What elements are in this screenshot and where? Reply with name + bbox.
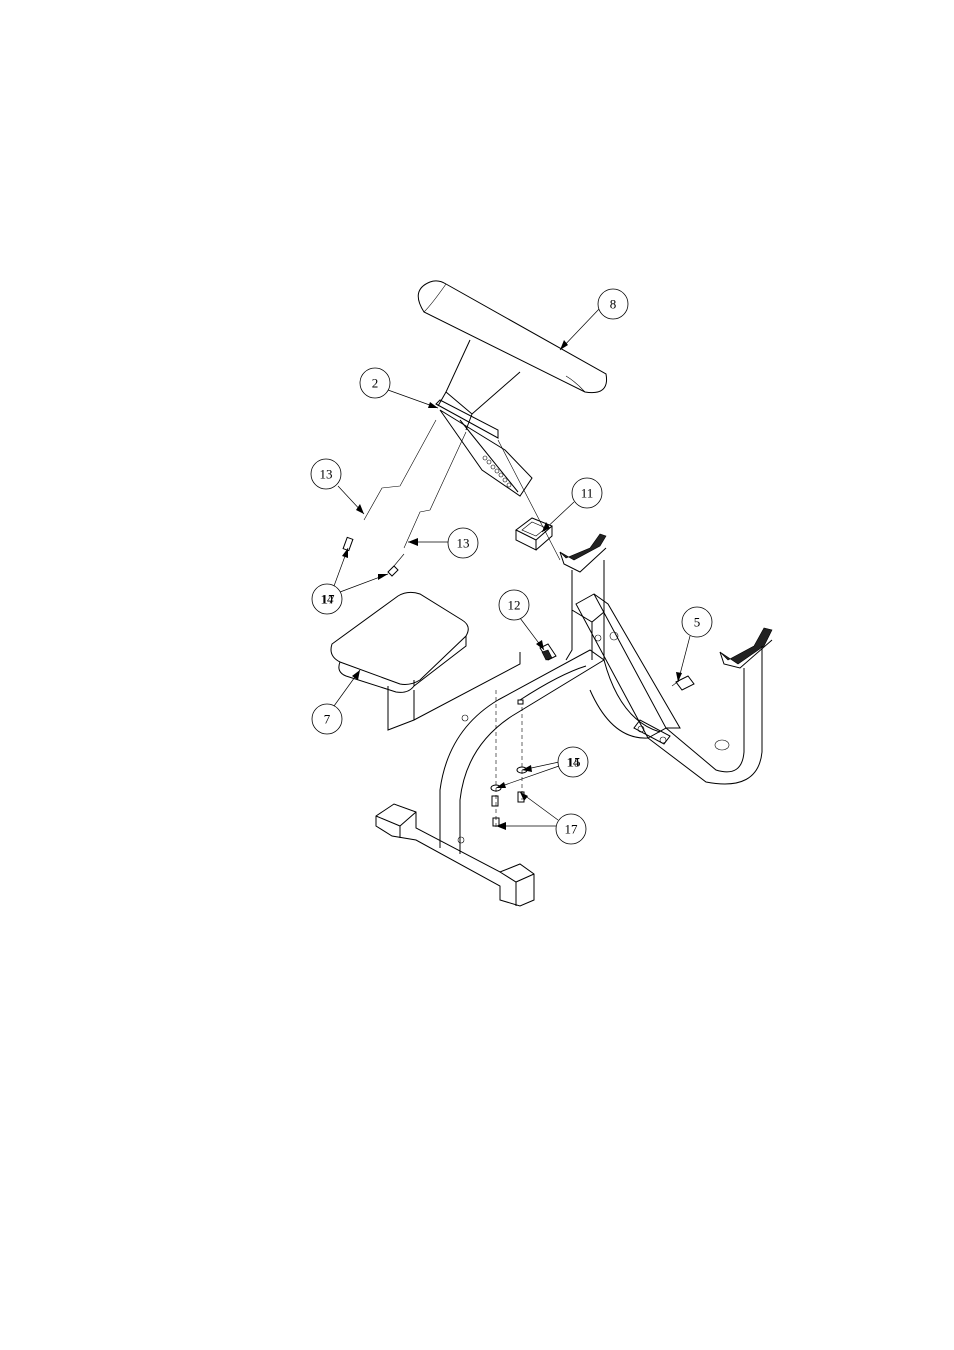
callout-13-upper-label: 13 <box>320 467 333 482</box>
callout-7-label: 7 <box>324 712 331 727</box>
callout-5: 5 <box>676 607 712 682</box>
callout-14-15-right: 14 15 <box>496 747 588 788</box>
callout-13-lower: 13 <box>408 528 478 558</box>
callout-11-label: 11 <box>581 486 594 501</box>
callout-13-upper: 13 <box>311 459 364 514</box>
roller-pad-part <box>418 281 606 393</box>
pad-support-post-part <box>436 340 532 496</box>
callout-15-label: 15 <box>568 755 581 770</box>
callout-11: 11 <box>542 478 602 532</box>
callout-14-17-left: 14 17 <box>312 548 388 614</box>
callout-17-lower: 17 <box>496 792 586 844</box>
callout-13-lower-label: 13 <box>457 536 470 551</box>
callout-8-label: 8 <box>610 297 617 312</box>
callout-2: 2 <box>360 368 438 408</box>
callout-5-label: 5 <box>694 615 701 630</box>
callout-17-lower-label: 17 <box>565 822 579 837</box>
foot-pad-left <box>560 534 606 622</box>
adjustment-holes <box>483 456 511 487</box>
callout-12: 12 <box>499 590 544 650</box>
pin-parts-left <box>343 537 404 576</box>
seat-pad-part <box>331 592 520 730</box>
callout-12-label: 12 <box>508 598 521 613</box>
callout-17-left-label: 17 <box>322 592 336 607</box>
callout-7: 7 <box>312 670 360 734</box>
callout-2-label: 2 <box>372 376 379 391</box>
callout-8: 8 <box>560 289 628 350</box>
foot-pad-right <box>720 628 772 668</box>
